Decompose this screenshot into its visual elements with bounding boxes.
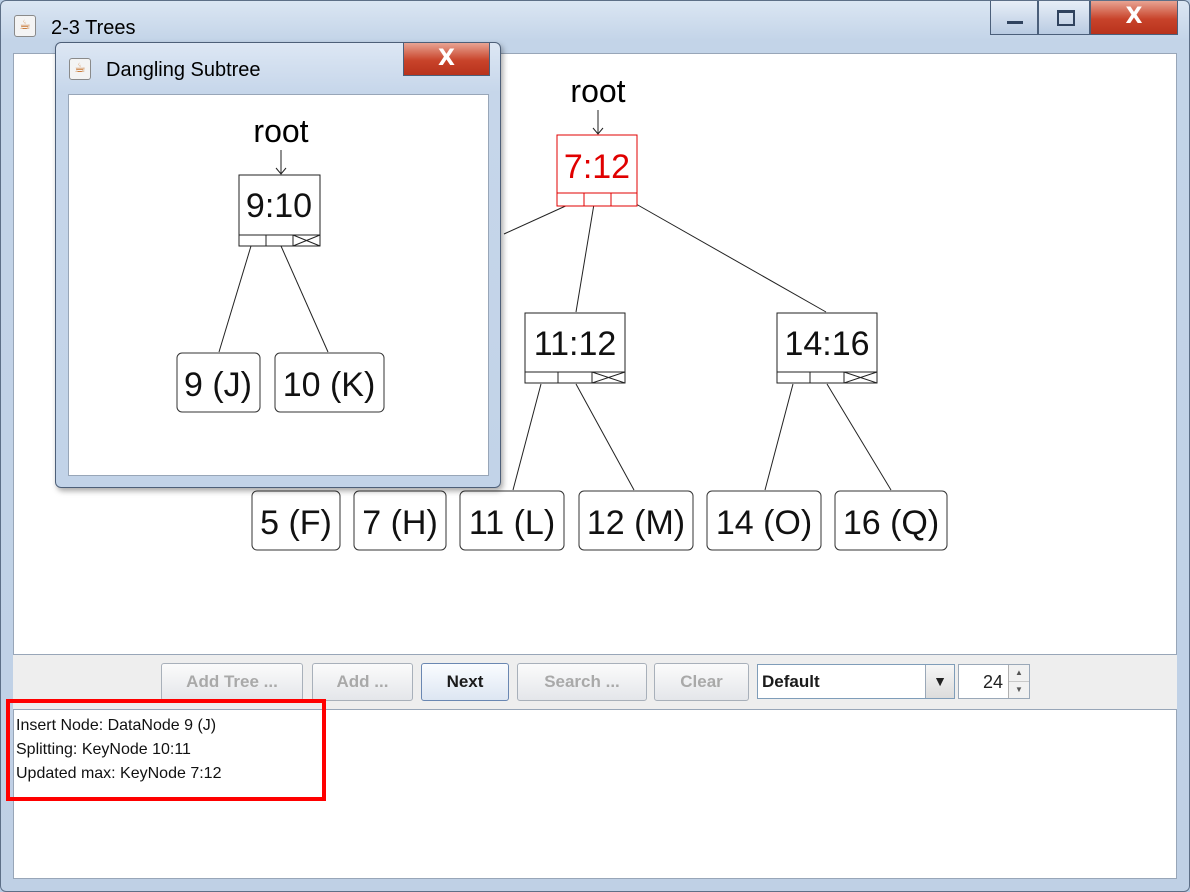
leaf-text: 9 (J) [184, 366, 252, 404]
root-key-text: 7:12 [564, 148, 630, 186]
leaf-text: 16 (Q) [843, 504, 939, 542]
combo-selected-value: Default [762, 672, 820, 691]
minimize-icon [1007, 21, 1023, 24]
dangling-subtree-window: ☕ Dangling Subtree X root 9:10 [55, 42, 501, 488]
keynode-14-16[interactable]: 14:16 [776, 312, 878, 384]
edge-9-10-left [218, 245, 252, 353]
root-arrow [592, 110, 604, 135]
keynode-11-12[interactable]: 11:12 [524, 312, 626, 384]
leaf-text: 11 (L) [469, 504, 555, 542]
edge-11-12-left [512, 383, 542, 491]
spinner-buttons: ▲ ▼ [1008, 665, 1029, 698]
next-button[interactable]: Next [421, 663, 509, 701]
spinner-up-icon[interactable]: ▲ [1009, 665, 1029, 682]
maximize-button[interactable] [1038, 1, 1090, 35]
leaf-text: 5 (F) [260, 504, 332, 542]
root-keynode[interactable]: 7:12 [556, 134, 638, 207]
dangling-close-button[interactable]: X [403, 43, 490, 76]
clear-button[interactable]: Clear [654, 663, 749, 701]
dangling-tree-canvas[interactable]: root 9:10 9 (J) [68, 94, 489, 476]
log-highlight-box [6, 699, 326, 801]
leaf-16-q[interactable]: 16 (Q) [834, 490, 948, 551]
edge-root-left [503, 203, 571, 235]
leaf-9-j[interactable]: 9 (J) [176, 352, 261, 413]
root-label: root [570, 73, 625, 109]
dangling-root-label: root [253, 113, 308, 149]
edge-11-12-right [575, 383, 635, 491]
mode-combobox[interactable]: Default ▼ [757, 664, 955, 699]
leaf-5-f[interactable]: 5 (F) [251, 490, 341, 551]
dangling-root-arrow [275, 150, 287, 175]
close-icon: X [438, 46, 455, 71]
dangling-tree-svg: root 9:10 9 (J) [176, 113, 385, 413]
minimize-button[interactable] [990, 1, 1038, 35]
leaf-7-h[interactable]: 7 (H) [353, 490, 447, 551]
chevron-down-icon[interactable]: ▼ [925, 665, 954, 698]
java-cup-icon: ☕ [69, 58, 91, 80]
leaf-text: 10 (K) [283, 366, 376, 404]
leaf-11-l[interactable]: 11 (L) [459, 490, 565, 551]
leaf-14-o[interactable]: 14 (O) [706, 490, 822, 551]
spinner-value: 24 [982, 672, 1003, 692]
edge-root-middle [575, 203, 595, 313]
java-cup-icon: ☕ [14, 15, 36, 37]
leaf-text: 12 (M) [587, 504, 685, 542]
size-spinner[interactable]: 24 ▲ ▼ [958, 664, 1030, 699]
keynode-14-16-text: 14:16 [784, 325, 869, 363]
edge-9-10-right [280, 245, 329, 353]
log-line: Splitting: KeyNode 10:11 [16, 741, 191, 758]
log-textarea[interactable]: Insert Node: DataNode 9 (J) Splitting: K… [13, 709, 1177, 879]
edge-14-16-left [764, 383, 794, 491]
keynode-11-12-text: 11:12 [534, 325, 617, 363]
leaf-12-m[interactable]: 12 (M) [578, 490, 694, 551]
edge-14-16-right [826, 383, 892, 491]
add-tree-button[interactable]: Add Tree ... [161, 663, 303, 701]
dangling-root-keynode[interactable]: 9:10 [238, 174, 321, 247]
leaf-10-k[interactable]: 10 (K) [274, 352, 385, 413]
main-tree-svg: root 7:12 11:12 [251, 73, 948, 551]
spinner-down-icon[interactable]: ▼ [1009, 682, 1029, 698]
log-line: Updated max: KeyNode 7:12 [16, 765, 222, 782]
dangling-title-bar[interactable]: ☕ Dangling Subtree X [56, 43, 500, 89]
maximize-icon [1057, 10, 1075, 26]
close-icon: X [1125, 4, 1143, 29]
add-button[interactable]: Add ... [312, 663, 413, 701]
dangling-root-key-text: 9:10 [246, 187, 312, 225]
search-button[interactable]: Search ... [517, 663, 647, 701]
edge-root-right [635, 203, 827, 313]
log-line: Insert Node: DataNode 9 (J) [16, 717, 217, 734]
title-bar[interactable]: ☕ 2-3 Trees X [1, 1, 1189, 47]
leaf-text: 7 (H) [362, 504, 438, 542]
close-button[interactable]: X [1090, 1, 1178, 35]
dangling-window-title: Dangling Subtree [106, 59, 261, 81]
leaf-text: 14 (O) [716, 504, 812, 542]
window-title: 2-3 Trees [51, 17, 136, 39]
